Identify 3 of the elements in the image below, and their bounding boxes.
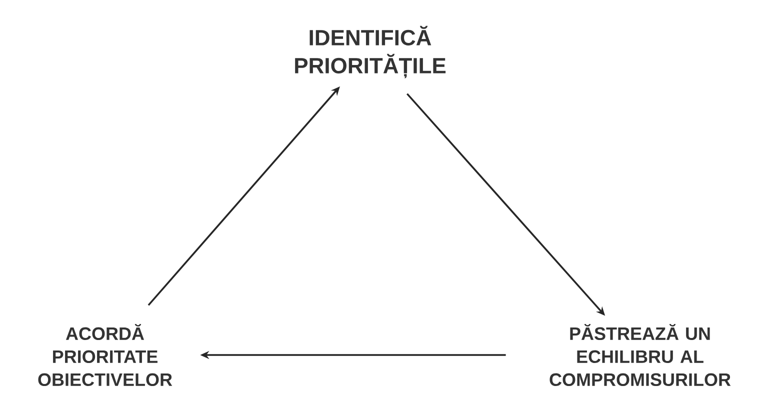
step-label: IDENTIFICĂ PRIORITĂȚILE — [295, 26, 446, 78]
step-label: ACORDĂ PRIORITATE OBIECTIVELOR — [38, 324, 172, 386]
step-label: PĂSTREAZĂ UN ECHILIBRU AL COMPROMISURILOR — [550, 324, 731, 386]
